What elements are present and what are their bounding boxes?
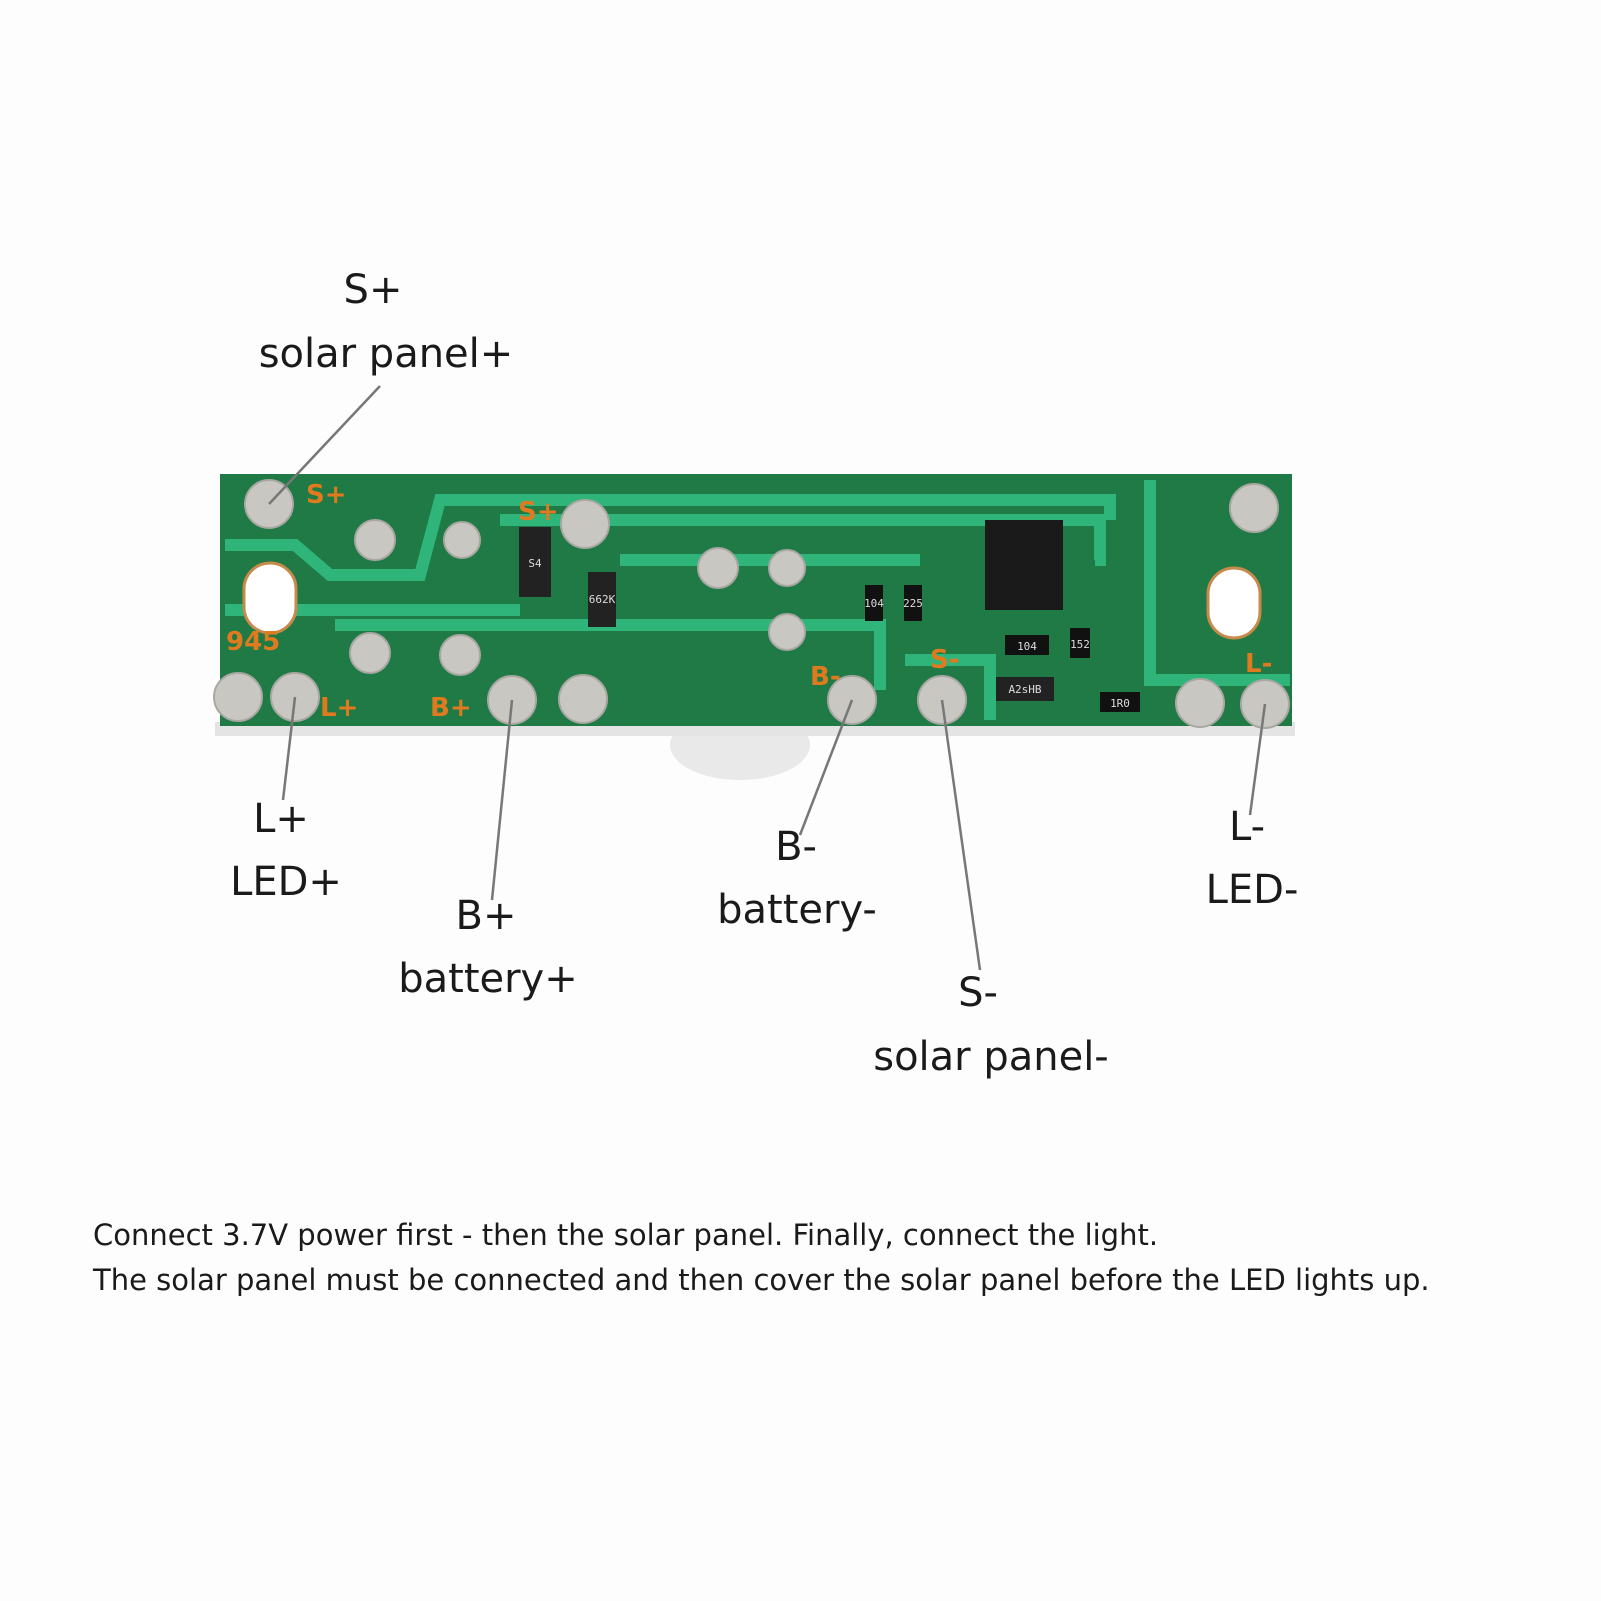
svg-text:L-: L-: [1245, 649, 1272, 679]
svg-text:solar panel-: solar panel-: [873, 1034, 1109, 1080]
svg-text:L+: L+: [253, 796, 309, 842]
pcb-board: S4 662K 104 225 104 152 A2sHB 1R0 S+ S+ …: [213, 474, 1295, 736]
label-b-plus: B+ battery+: [398, 893, 578, 1002]
svg-text:1R0: 1R0: [1110, 697, 1130, 710]
svg-text:152: 152: [1070, 638, 1090, 651]
svg-text:S+: S+: [306, 480, 347, 510]
svg-text:104: 104: [1017, 640, 1037, 653]
label-l-plus: L+ LED+: [230, 796, 342, 905]
svg-text:S+: S+: [518, 497, 559, 527]
svg-text:B+: B+: [456, 893, 517, 939]
svg-text:B+: B+: [430, 693, 472, 723]
svg-text:LED-: LED-: [1206, 867, 1299, 913]
svg-text:S-: S-: [958, 970, 998, 1016]
svg-text:S-: S-: [930, 645, 960, 675]
components: S4 662K 104 225 104 152 A2sHB 1R0: [519, 520, 1140, 712]
label-s-minus: S- solar panel-: [873, 970, 1109, 1080]
instruction-line-2: The solar panel must be connected and th…: [93, 1263, 1430, 1297]
svg-text:battery+: battery+: [398, 956, 578, 1002]
label-b-minus: B- battery-: [717, 824, 877, 933]
svg-text:B-: B-: [775, 824, 817, 870]
leader-lines: [268, 385, 1267, 971]
svg-text:104: 104: [864, 597, 884, 610]
svg-text:945: 945: [226, 627, 280, 657]
svg-text:LED+: LED+: [230, 859, 342, 905]
svg-text:A2sHB: A2sHB: [1008, 683, 1041, 696]
label-s-plus: S+ solar panel+: [259, 267, 514, 377]
svg-text:L-: L-: [1229, 804, 1265, 850]
svg-text:solar panel+: solar panel+: [259, 331, 514, 377]
label-l-minus: L- LED-: [1206, 804, 1299, 913]
svg-text:B-: B-: [810, 662, 841, 692]
svg-text:S4: S4: [528, 557, 542, 570]
svg-text:L+: L+: [320, 693, 358, 723]
svg-text:S+: S+: [344, 267, 403, 313]
svg-text:battery-: battery-: [717, 887, 877, 933]
svg-text:662K: 662K: [589, 593, 616, 606]
instruction-line-1: Connect 3.7V power first - then the sola…: [93, 1218, 1159, 1252]
svg-text:225: 225: [903, 597, 923, 610]
